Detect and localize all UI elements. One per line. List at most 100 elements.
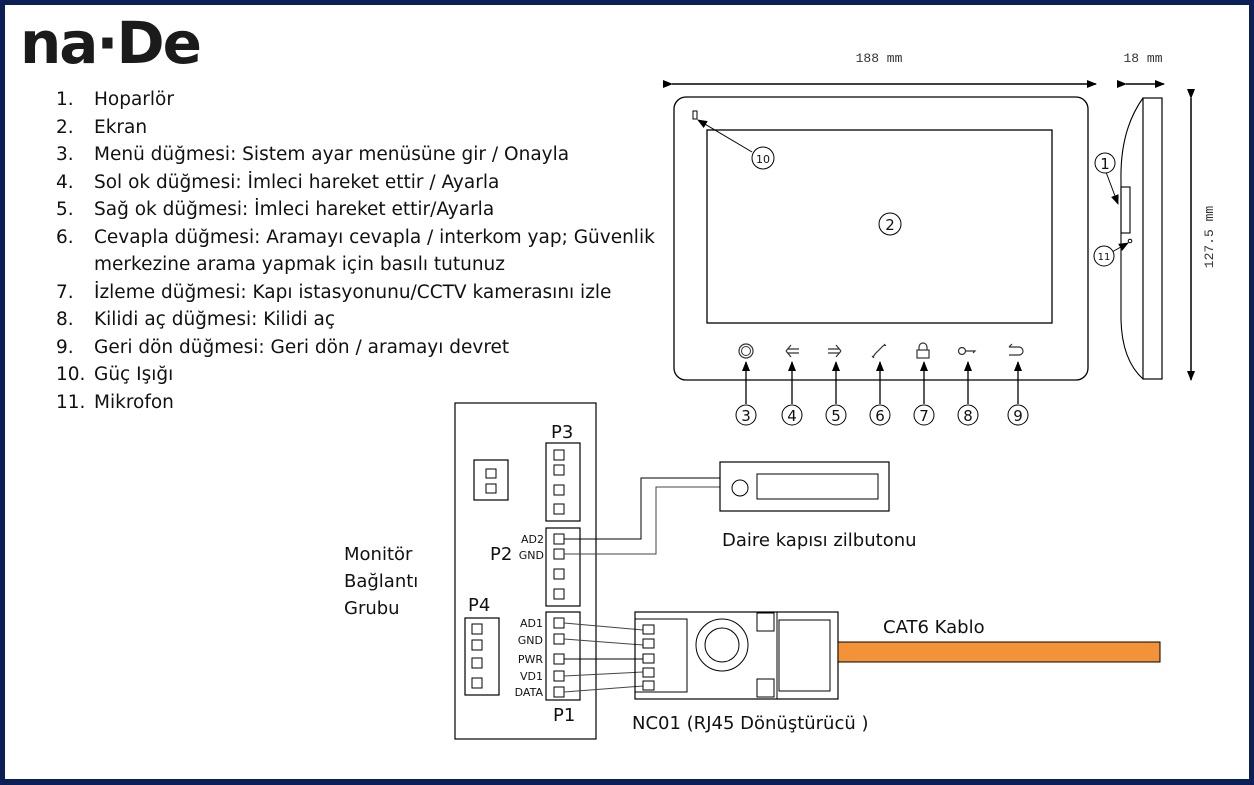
port-p3	[545, 442, 581, 522]
wiring-diagram: Monitör Bağlantı Grubu P3 P2 AD2 GND	[344, 402, 1161, 740]
port-p3-label: P3	[551, 422, 573, 443]
group-label-line1: Monitör	[344, 544, 413, 565]
right-arrow-icon	[828, 344, 842, 358]
lock-icon	[916, 342, 930, 359]
brand-logo: na·De	[20, 9, 202, 77]
feature-number: 9.	[56, 336, 74, 358]
feature-item: 2. Ekran	[56, 114, 676, 142]
callout-1: 1	[1094, 152, 1116, 174]
microphone-hole	[1127, 238, 1133, 244]
callout-6: 6	[869, 404, 891, 426]
feature-text: Kilidi aç düğmesi: Kilidi aç	[94, 309, 336, 330]
callout-3: 3	[735, 404, 757, 426]
monitor-body	[673, 96, 1089, 381]
phone-icon	[871, 343, 887, 359]
svg-text:11: 11	[1098, 252, 1111, 263]
feature-item: 1.Hoparlör	[56, 86, 676, 114]
p1-pin-data: DATA	[515, 686, 544, 699]
side-front-curve	[1120, 97, 1144, 380]
port-p2	[545, 527, 581, 607]
height-dimension-label: 127.5 mm	[1202, 206, 1217, 269]
feature-item: 4. Sol ok düğmesi: İmleci hareket ettir /…	[56, 169, 676, 197]
callout-8: 8	[957, 404, 979, 426]
depth-dimension-label: 18 mm	[1123, 51, 1162, 66]
feature-text: Mikrofon	[94, 391, 174, 413]
doorbell-label: Daire kapısı zilbutonu	[722, 530, 917, 551]
callout-2: 2	[878, 212, 902, 236]
feature-number: 2.	[56, 116, 74, 138]
feature-text: Menü düğmesi: Sistem ayar menüsüne gir /…	[94, 144, 570, 165]
cat6-cable	[837, 641, 1161, 663]
power-led	[692, 110, 698, 120]
svg-text:4: 4	[787, 407, 797, 425]
feature-text: Hoparlör	[94, 89, 174, 110]
feature-text: Geri dön düğmesi: Geri dön / aramayı dev…	[94, 336, 510, 358]
callout-7: 7	[913, 404, 935, 426]
p2-pin-ad2: AD2	[521, 533, 544, 546]
feature-item: 7. İzleme düğmesi: Kapı istasyonunu/CCTV …	[56, 279, 676, 307]
feature-text: Güç Işığı	[94, 364, 174, 385]
speaker-slot	[1120, 186, 1131, 234]
monitor-front-view: 188 mm 10 2	[663, 51, 1097, 426]
gear-icon	[738, 343, 754, 359]
feature-number: 7.	[56, 281, 74, 303]
group-label-line2: Bağlantı	[344, 571, 418, 592]
feature-number: 3.	[56, 144, 74, 165]
callout-10: 10	[751, 146, 775, 170]
port-p2-label: P2	[490, 544, 512, 565]
port-p1-label: P1	[553, 705, 575, 726]
doorbell-button	[719, 461, 890, 512]
feature-number: 4.	[56, 171, 74, 193]
svg-text:1: 1	[1100, 155, 1110, 173]
callout-11: 11	[1093, 245, 1115, 267]
monitor-terminal-board	[454, 402, 597, 740]
feature-item: 6.Cevapla düğmesi: Aramayı cevapla / int…	[56, 224, 676, 279]
svg-text:3: 3	[741, 407, 751, 425]
monitor-side-view: 18 mm 1 11 127.5 mm	[1093, 51, 1217, 381]
feature-number: 11.	[56, 391, 86, 413]
svg-text:9: 9	[1013, 407, 1023, 425]
feature-text: İzleme düğmesi: Kapı istasyonunu/CCTV ka…	[94, 281, 612, 303]
converter-wires	[563, 622, 644, 693]
feature-list: 1.Hoparlör 2. Ekran 3. Menü düğmesi: Siste…	[56, 86, 676, 416]
p2-pin-gnd: GND	[519, 549, 544, 562]
feature-number: 6.	[56, 226, 74, 248]
svg-text:2: 2	[885, 216, 895, 234]
feature-text: Ekran	[94, 116, 148, 138]
return-icon	[1008, 343, 1024, 356]
port-p4	[464, 617, 500, 696]
feature-item: 9. Geri dön düğmesi: Geri dön / aramayı d…	[56, 334, 676, 362]
callout-10-line	[697, 119, 753, 153]
svg-text:6: 6	[875, 407, 885, 425]
jumper-block	[473, 459, 509, 501]
callout-1-line	[1105, 171, 1119, 205]
p1-pin-pwr: PWR	[518, 653, 544, 666]
group-label-line3: Grubu	[344, 598, 400, 619]
callout-11-line	[1111, 242, 1129, 253]
key-icon	[957, 346, 977, 356]
port-p1	[545, 611, 581, 701]
cable-label: CAT6 Kablo	[883, 617, 985, 638]
feature-item: 3. Menü düğmesi: Sistem ayar menüsüne gir…	[56, 141, 676, 169]
p1-pin-vd1: VD1	[520, 670, 543, 683]
feature-text: Sol ok düğmesi: İmleci hareket ettir / A…	[94, 171, 500, 193]
svg-text:10: 10	[756, 153, 770, 166]
p1-pin-gnd: GND	[518, 634, 543, 647]
svg-text:5: 5	[831, 407, 841, 425]
port-p4-label: P4	[468, 595, 490, 616]
feature-text: Sağ ok düğmesi: İmleci hareket ettir/Aya…	[94, 199, 495, 220]
screen	[706, 129, 1053, 324]
feature-number: 10.	[56, 364, 86, 385]
side-back-panel	[1142, 97, 1163, 380]
p1-pin-ad1: AD1	[520, 617, 543, 630]
rj45-converter	[634, 611, 839, 700]
doorbell-wires	[564, 477, 720, 555]
callout-5: 5	[825, 404, 847, 426]
feature-item: 11. Mikrofon	[56, 389, 676, 417]
callout-4: 4	[781, 404, 803, 426]
feature-number: 5.	[56, 199, 74, 220]
width-dimension-label: 188 mm	[856, 51, 903, 66]
callout-9: 9	[1007, 404, 1029, 426]
converter-label: NC01 (RJ45 Dönüştürücü )	[632, 713, 869, 734]
